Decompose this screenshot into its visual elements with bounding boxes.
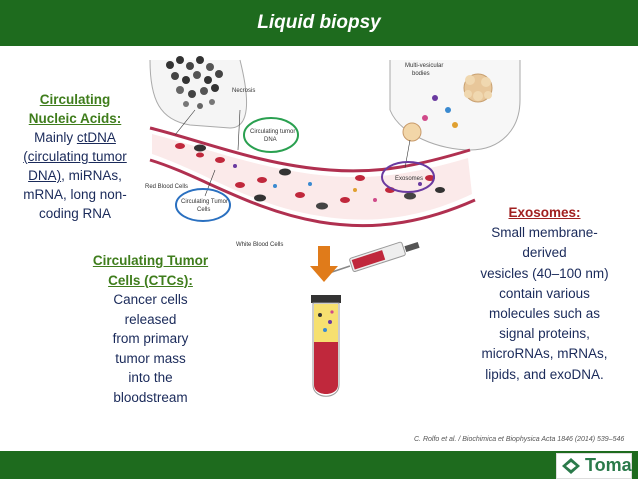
blood-vessel-lumen <box>152 134 472 220</box>
nucleic-line-5: coding RNA <box>38 206 112 221</box>
toma-logo: Toma <box>556 453 632 479</box>
nucleic-heading-2: Nucleic Acids: <box>28 111 122 126</box>
ctdna-callout-label-1: Circulating tumor <box>250 129 295 135</box>
white-blood-cells-and-ctcs <box>194 144 445 210</box>
blood-tube-icon <box>311 295 341 397</box>
exo-line: vesicles (40–100 nm) <box>480 265 609 281</box>
multivesicular-label-2: bodies <box>412 71 430 77</box>
ctc-line: tumor mass <box>115 350 186 366</box>
exo-line: Small membrane- <box>491 225 598 241</box>
ctdna-term: ctDNA <box>76 130 116 145</box>
ctdna-callout-label-2: DNA <box>264 137 277 143</box>
ctc-callout-label-1: Circulating Tumor <box>181 199 228 205</box>
ctc-heading-2: Cells (CTCs): <box>108 272 193 288</box>
down-arrow-icon <box>310 246 338 282</box>
exo-line: derived <box>522 245 567 261</box>
blood-vessel-wall-top <box>149 126 471 173</box>
exo-line: signal proteins, <box>499 326 590 342</box>
reference-citation: C. Rolfo et al. / Biochimica et Biophysi… <box>414 436 625 443</box>
ctc-line: from primary <box>112 331 189 346</box>
exosomes-heading: Exosomes: <box>508 205 581 220</box>
ctc-line: released <box>124 311 177 327</box>
ctc-line: bloodstream <box>113 389 188 405</box>
necrotic-tumor-cells <box>166 56 223 109</box>
nucleic-paren: (circulating tumor <box>23 149 127 164</box>
ctc-heading-1: Circulating Tumor <box>92 253 209 268</box>
ctdna-callout <box>243 117 299 153</box>
exo-line: lipids, and exoDNA. <box>485 366 604 382</box>
ctc-line: Cancer cells <box>113 292 188 307</box>
red-blood-cells <box>175 143 435 203</box>
exo-line: microRNAs, mRNAs, <box>481 346 608 362</box>
nucleic-line-4: mRNA, long non- <box>23 187 127 202</box>
blood-vessel-wall-bottom <box>149 158 476 228</box>
exo-line: contain various <box>499 285 590 301</box>
exosomes-callout <box>381 161 435 193</box>
ctc-callout-label-2: Cells <box>197 207 210 213</box>
slide-title: Liquid biopsy <box>257 12 381 33</box>
nucleic-acids-text: Circulating Nucleic Acids: Mainly ctDNA … <box>6 90 144 223</box>
ctc-text: Circulating Tumor Cells (CTCs): Cancer c… <box>78 251 223 407</box>
exosomes-text: Exosomes: Small membrane- derived vesicl… <box>462 203 627 385</box>
nucleic-line-3: DNA), miRNAs, <box>28 168 122 183</box>
exosome-vesicle <box>402 122 422 142</box>
ctc-callout <box>175 188 231 222</box>
tumor-tissue <box>149 59 248 129</box>
white-blood-cells-label: White Blood Cells <box>236 242 283 248</box>
necrosis-label: Necrosis <box>232 88 255 94</box>
exosomes-callout-label: Exosomes <box>395 176 423 182</box>
nucleic-heading-1: Circulating <box>39 92 111 107</box>
footer-bar <box>0 451 638 479</box>
multivesicular-label-1: Multi-vesicular <box>405 63 443 69</box>
exo-line: molecules such as <box>488 306 601 322</box>
toma-logo-icon <box>562 458 580 474</box>
title-bar <box>0 0 638 46</box>
toma-logo-text: Toma <box>585 455 632 475</box>
ctc-line: into the <box>128 370 173 385</box>
red-blood-cells-label: Red Blood Cells <box>145 184 188 190</box>
circulating-dna-fragments <box>233 164 422 202</box>
multivesicular-body-cluster <box>463 73 493 103</box>
nucleic-line-1: Mainly ctDNA <box>34 130 116 145</box>
syringe-icon <box>319 241 420 277</box>
